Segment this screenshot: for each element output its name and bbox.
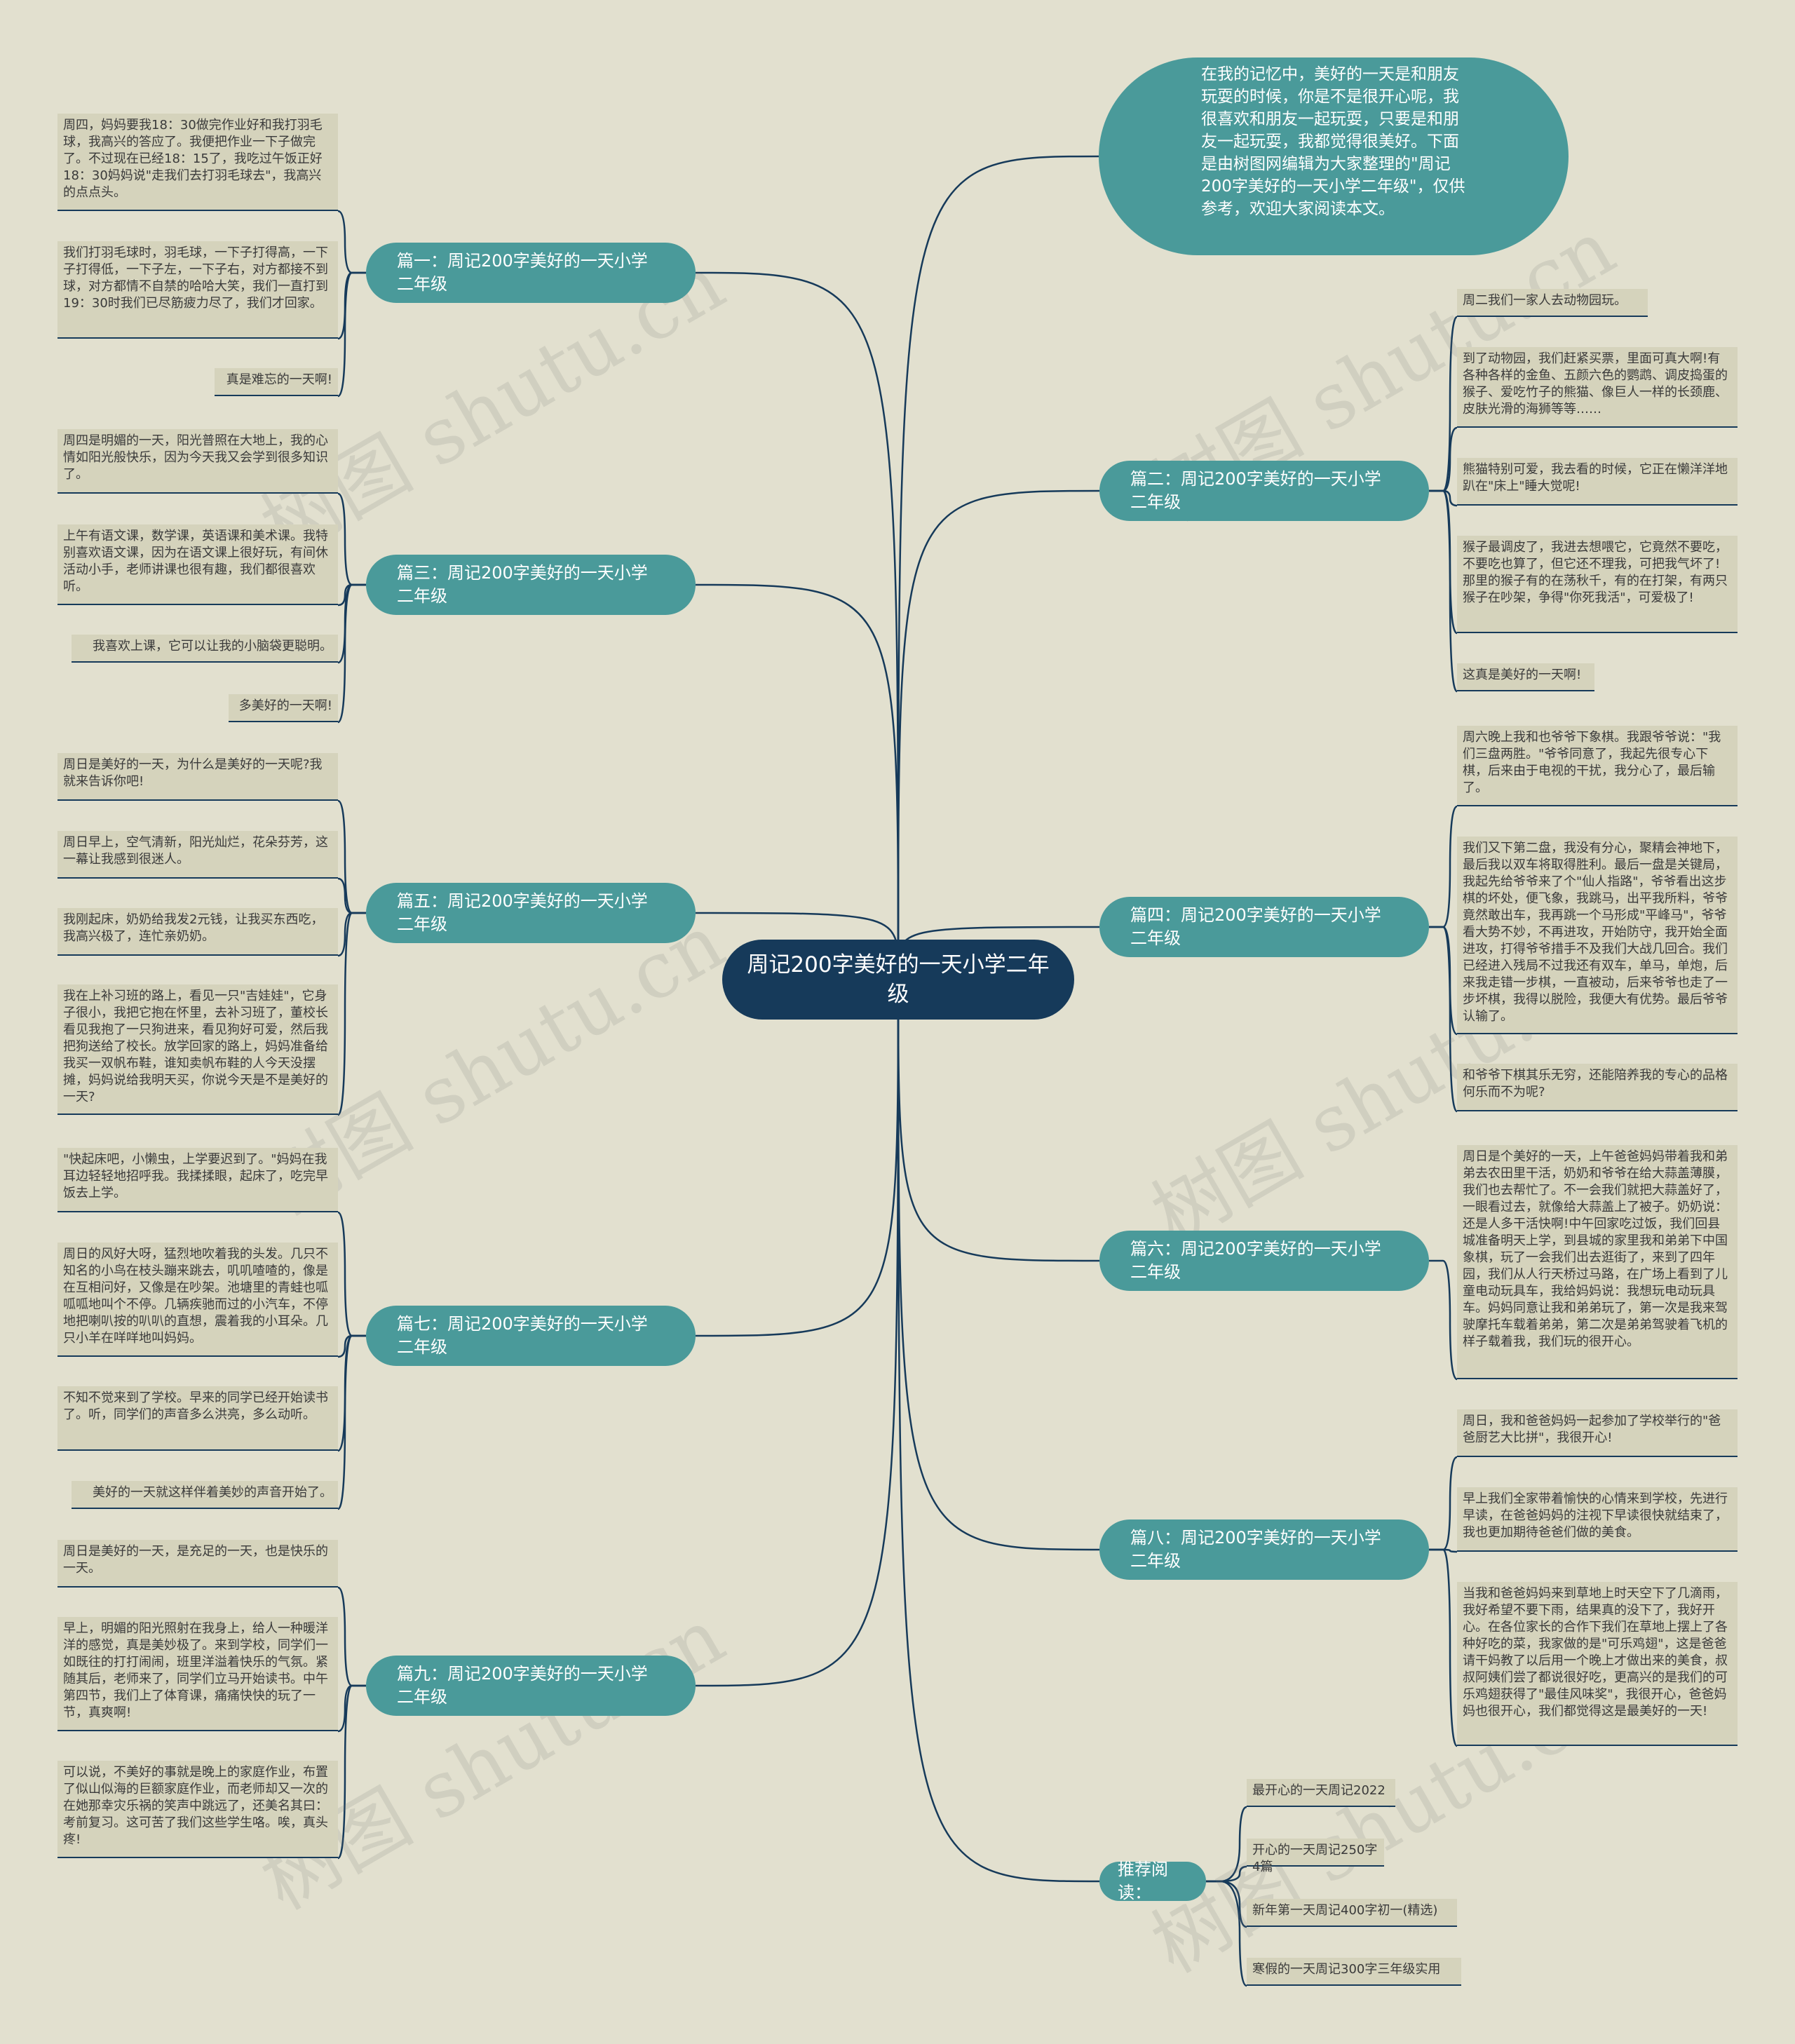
center-connector: [695, 972, 900, 1687]
leaf-connector: [337, 1334, 366, 1452]
leaf-connector: [1429, 489, 1458, 693]
leaf-pian7-2[interactable]: 周日的风好大呀，猛烈地吹着我的头发。几只不知名的小鸟在枝头蹦来跳去，叽叽喳喳的，…: [57, 1243, 338, 1357]
leaf-connector: [337, 1334, 366, 1510]
leaf-connector: [1429, 1259, 1458, 1381]
leaf-connector: [1429, 1548, 1458, 1747]
intro-node[interactable]: 在我的记忆中，美好的一天是和朋友玩耍的时候，你是不是很开心呢，我很喜欢和朋友一起…: [1099, 57, 1569, 255]
leaf-pian5-2[interactable]: 周日早上，空气清新，阳光灿烂，花朵芬芳，这一幕让我感到很迷人。: [57, 831, 338, 879]
leaf-pian9-3[interactable]: 可以说，不美好的事就是晚上的家庭作业，布置了似山似海的巨额家庭作业，而老师却又一…: [57, 1761, 338, 1858]
rec-link-3[interactable]: 新年第一天周记400字初一(精选): [1247, 1899, 1457, 1927]
leaf-connector: [337, 271, 366, 340]
leaf-pian1-1[interactable]: 周四，妈妈要我18：30做完作业好和我打羽毛球，我高兴的答应了。我便把作业一下子…: [57, 114, 338, 211]
leaf-connector: [337, 492, 366, 586]
leaf-connector: [337, 799, 366, 914]
leaf-pian5-4[interactable]: 我在上补习班的路上，看见一只"吉娃娃"，它身子很小，我把它抱在怀里，去补习班了，…: [57, 984, 338, 1115]
leaf-connector: [337, 1586, 366, 1687]
leaf-connector: [337, 1211, 366, 1337]
leaf-connector: [1429, 316, 1458, 492]
branch-pian3[interactable]: 篇三：周记200字美好的一天小学 二年级: [366, 555, 696, 615]
leaf-pian3-2[interactable]: 上午有语文课，数学课，英语课和美术课。我特别喜欢语文课，因为在语文课上很好玩，有…: [57, 524, 338, 605]
leaf-connector: [1429, 489, 1458, 507]
rec-link-1[interactable]: 最开心的一天周记2022: [1247, 1779, 1395, 1807]
branch-recommended-reading[interactable]: 推荐阅读：: [1099, 1860, 1206, 1902]
leaf-connector: [1206, 1880, 1247, 1928]
leaf-connector: [1429, 1456, 1458, 1551]
leaf-pian9-1[interactable]: 周日是美好的一天，是充足的一天，也是快乐的一天。: [57, 1540, 338, 1588]
leaf-pian1-2[interactable]: 我们打羽毛球时，羽毛球，一下子打得高，一下子打得低，一下子左，一下子右，对方都接…: [57, 241, 338, 339]
central-topic[interactable]: 周记200字美好的一天小学二年级: [722, 940, 1074, 1020]
leaf-pian1-3[interactable]: 真是难忘的一天啊!: [215, 368, 338, 396]
leaf-connector: [337, 210, 366, 274]
leaf-pian6-1[interactable]: 周日是个美好的一天，上午爸爸妈妈带着我和弟弟去农田里干活，奶奶和爷爷在给大蒜盖薄…: [1457, 1145, 1738, 1379]
leaf-pian2-1[interactable]: 周二我们一家人去动物园玩。: [1457, 289, 1648, 317]
leaf-connector: [337, 912, 366, 1116]
leaf-pian9-2[interactable]: 早上，明媚的阳光照射在我身上，给人一种暖洋洋的感觉，真是美妙极了。来到学校，同学…: [57, 1617, 338, 1731]
leaf-connector: [337, 1684, 366, 1733]
leaf-pian3-4[interactable]: 多美好的一天啊!: [229, 694, 338, 722]
leaf-connector: [1429, 426, 1458, 492]
branch-pian6[interactable]: 篇六：周记200字美好的一天小学 二年级: [1099, 1231, 1429, 1291]
leaf-connector: [337, 1334, 366, 1358]
center-connector: [897, 972, 1100, 1883]
leaf-connector: [337, 583, 366, 607]
rec-link-4[interactable]: 寒假的一天周记300字三年级实用: [1247, 1958, 1461, 1986]
leaf-pian5-3[interactable]: 我刚起床，奶奶给我发2元钱，让我买东西吃，我高兴极了，连忙亲奶奶。: [57, 908, 338, 956]
leaf-pian8-2[interactable]: 早上我们全家带着愉快的心情来到学校，先进行早读，在爸爸妈妈的注视下早读很快就结束…: [1457, 1487, 1738, 1552]
branch-pian8[interactable]: 篇八：周记200字美好的一天小学 二年级: [1099, 1520, 1429, 1580]
leaf-pian2-3[interactable]: 熊猫特别可爱，我去看的时候，它正在懒洋洋地趴在"床上"睡大觉呢!: [1457, 458, 1738, 506]
leaf-pian3-3[interactable]: 我喜欢上课，它可以让我的小脑袋更聪明。: [72, 635, 338, 663]
leaf-connector: [1206, 1880, 1247, 1987]
branch-pian5[interactable]: 篇五：周记200字美好的一天小学 二年级: [366, 883, 696, 943]
leaf-pian2-4[interactable]: 猴子最调皮了，我进去想喂它，它竟然不要吃，不要吃也算了，但它还不理我，可把我气坏…: [1457, 536, 1738, 633]
leaf-pian7-3[interactable]: 不知不觉来到了学校。早来的同学已经开始读书了。听，同学们的声音多么洪亮，多么动听…: [57, 1386, 338, 1451]
center-connector: [695, 972, 900, 1337]
branch-pian1[interactable]: 篇一：周记200字美好的一天小学 二年级: [366, 243, 696, 303]
leaf-pian8-3[interactable]: 当我和爸爸妈妈来到草地上时天空下了几滴雨，我好希望不要下雨，结果真的没下了，我好…: [1457, 1582, 1738, 1746]
leaf-pian2-2[interactable]: 到了动物园，我们赶紧买票，里面可真大啊!有各种各样的金鱼、五颜六色的鹦鹉、调皮捣…: [1457, 347, 1738, 428]
leaf-connector: [337, 271, 366, 398]
center-connector: [897, 489, 1100, 973]
leaf-pian7-1[interactable]: "快起床吧，小懒虫，上学要迟到了。"妈妈在我耳边轻轻地招呼我。我揉揉眼，起床了，…: [57, 1148, 338, 1212]
branch-pian4[interactable]: 篇四：周记200字美好的一天小学 二年级: [1099, 897, 1429, 957]
branch-pian2[interactable]: 篇二：周记200字美好的一天小学 二年级: [1099, 461, 1429, 521]
branch-pian9[interactable]: 篇九：周记200字美好的一天小学 二年级: [366, 1656, 696, 1716]
center-connector: [897, 155, 1099, 973]
leaf-connector: [1429, 489, 1458, 635]
leaf-connector: [1206, 1865, 1247, 1883]
center-connector: [695, 271, 900, 973]
leaf-connector: [1429, 926, 1458, 1113]
leaf-pian7-4[interactable]: 美好的一天就这样伴着美妙的声音开始了。: [72, 1481, 338, 1509]
leaf-connector: [337, 912, 366, 957]
center-connector: [695, 583, 900, 973]
leaf-pian2-5[interactable]: 这真是美好的一天啊!: [1457, 663, 1594, 691]
leaf-pian5-1[interactable]: 周日是美好的一天，为什么是美好的一天呢?我就来告诉你吧!: [57, 753, 338, 801]
leaf-connector: [337, 877, 366, 914]
leaf-connector: [1429, 1548, 1458, 1553]
branch-pian7[interactable]: 篇七：周记200字美好的一天小学 二年级: [366, 1306, 696, 1366]
leaf-connector: [1429, 805, 1458, 928]
leaf-connector: [337, 583, 366, 664]
leaf-connector: [1206, 1806, 1247, 1883]
leaf-pian4-2[interactable]: 我们又下第二盘，我没有分心，聚精会神地下，最后我以双车将取得胜利。最后一盘是关键…: [1457, 837, 1738, 1034]
leaf-pian4-3[interactable]: 和爷爷下棋其乐无穷，还能陪养我的专心的品格何乐而不为呢?: [1457, 1064, 1738, 1111]
leaf-connector: [337, 1684, 366, 1860]
leaf-connector: [337, 583, 366, 724]
leaf-pian4-1[interactable]: 周六晚上我和也爷爷下象棋。我跟爷爷说："我们三盘两胜。"爷爷同意了，我起先很专心…: [1457, 726, 1738, 806]
leaf-pian8-1[interactable]: 周日，我和爸爸妈妈一起参加了学校举行的"爸爸厨艺大比拼"，我很开心!: [1457, 1409, 1738, 1457]
leaf-pian3-1[interactable]: 周四是明媚的一天，阳光普照在大地上，我的心情如阳光般快乐，因为今天我又会学到很多…: [57, 429, 338, 494]
rec-link-2[interactable]: 开心的一天周记250字4篇: [1247, 1839, 1384, 1874]
leaf-connector: [1429, 926, 1458, 1036]
